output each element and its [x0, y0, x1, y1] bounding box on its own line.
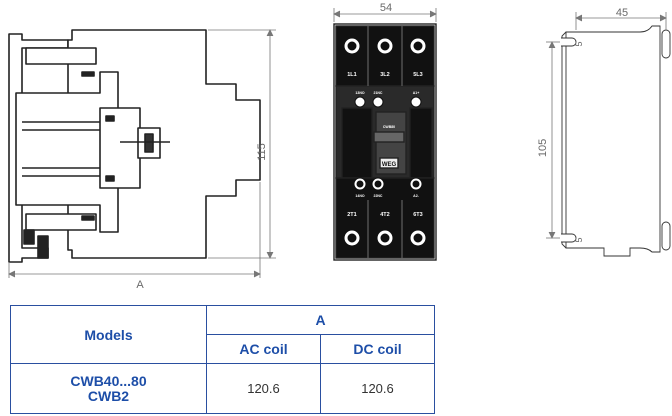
contactor-dimension-drawing: 115 A 1L1 3L2 5L3 2T1 4T2 6T3: [8, 2, 671, 291]
terminal-1l1: 1L1: [347, 72, 356, 78]
model-name-1: CWB40...80: [70, 372, 147, 389]
terminal-6t3: 6T3: [413, 212, 422, 218]
hole-height-label: 105: [537, 139, 549, 157]
aux-21nc: 21NC: [374, 91, 383, 95]
aux-14no: 14NO: [355, 194, 364, 198]
terminal-4t2: 4T2: [380, 212, 389, 218]
slot-top-label: 5: [574, 41, 584, 46]
slot-bottom-label: 5: [574, 237, 584, 242]
terminal-3l2: 3L2: [380, 72, 389, 78]
ac-coil-header: AC coil: [206, 334, 321, 364]
side-height-label: 115: [256, 143, 268, 161]
front-view: [333, 23, 437, 261]
mounting-plate: [561, 25, 671, 257]
dc-coil-value: 120.6: [320, 363, 435, 414]
aux-a1: A1+: [413, 91, 420, 95]
model-name-2: CWB2: [87, 387, 130, 404]
dc-coil-header: DC coil: [320, 334, 435, 364]
terminal-screws: [343, 37, 427, 247]
aux-a2: A2-: [413, 194, 419, 198]
models-header: Models: [10, 305, 207, 364]
model-cell: CWB40...80 CWB2: [10, 363, 207, 414]
terminal-5l3: 5L3: [413, 72, 422, 78]
weg-logo: WEG: [382, 162, 397, 168]
mounting-dimensions: [546, 12, 667, 239]
dimension-table: Models A AC coil DC coil CWB40...80 CWB2…: [10, 305, 435, 414]
side-width-label: A: [136, 279, 144, 291]
terminal-2t1: 2T1: [347, 212, 356, 218]
ac-coil-value: 120.6: [206, 363, 321, 414]
front-dimensions: [333, 8, 437, 22]
side-dimensions: [8, 29, 276, 278]
hole-width-label: 45: [616, 7, 628, 19]
front-width-label: 54: [380, 2, 392, 14]
aux-22nc: 22NC: [374, 194, 383, 198]
dimension-table-container: Models A AC coil DC coil CWB40...80 CWB2…: [10, 305, 435, 414]
model-plate: CWB80: [383, 125, 395, 129]
a-header: A: [206, 305, 435, 335]
aux-13no: 13NO: [355, 91, 364, 95]
side-view: [8, 29, 261, 263]
